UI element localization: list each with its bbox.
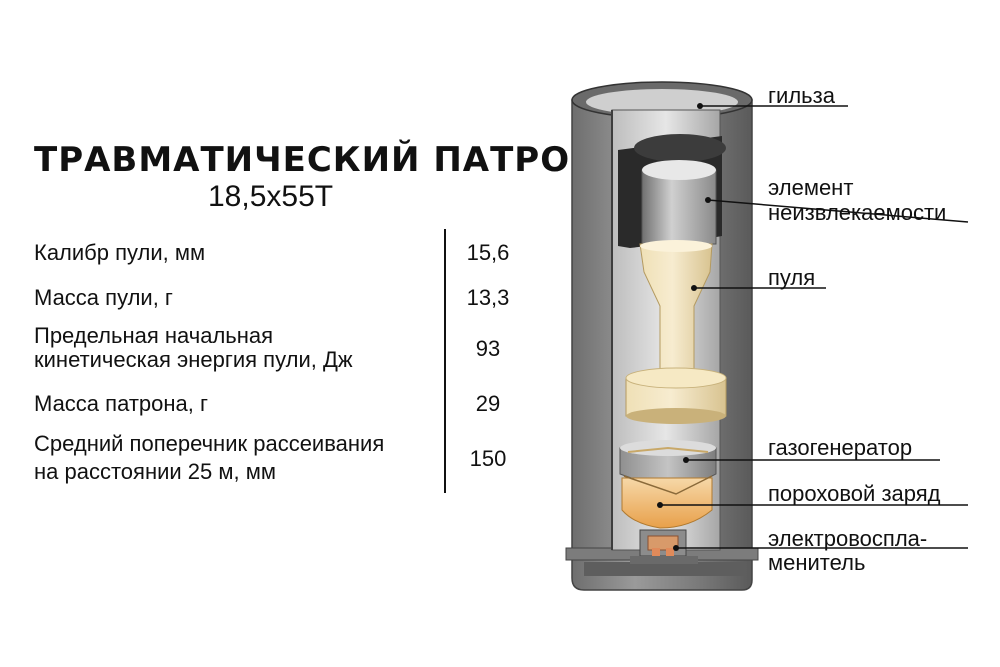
spec-label-line-2: кинетическая энергия пули, Дж — [34, 347, 353, 372]
spec-label: Масса пули, г — [34, 285, 173, 310]
label-retaining-element-line-1: элемент — [768, 175, 854, 200]
diagram-title: ТРАВМАТИЧЕСКИЙ ПАТРОН — [34, 140, 600, 180]
powder-charge — [621, 475, 713, 529]
label-retaining-element-line-2: неизвлекаемости — [768, 200, 947, 225]
spec-row-kinetic-energy: Предельная начальная кинетическая энерги… — [34, 323, 524, 375]
label-bullet: пуля — [768, 265, 816, 290]
spec-value: 93 — [475, 336, 501, 361]
spec-value: 29 — [475, 391, 501, 416]
spec-value: 13,3 — [466, 285, 510, 310]
table-divider-line — [444, 229, 446, 493]
label-igniter-line-2: менитель — [768, 550, 866, 575]
retaining-element — [618, 134, 726, 248]
spec-label-line-1: Предельная начальная — [34, 323, 274, 348]
electric-igniter — [630, 529, 698, 564]
label-case: гильза — [768, 83, 835, 108]
label-igniter-line-1: электровоспла- — [768, 526, 928, 551]
spec-label: Масса патрона, г — [34, 391, 209, 416]
spec-value: 15,6 — [466, 240, 510, 265]
label-powder-charge: пороховой заряд — [768, 481, 941, 506]
spec-row-dispersion: Средний поперечник рассеивания на рассто… — [34, 431, 524, 487]
rubber-bullet — [625, 240, 727, 424]
spec-label: Калибр пули, мм — [34, 240, 206, 265]
label-gas-generator: газогенератор — [768, 435, 913, 460]
spec-label-line-2: на расстоянии 25 м, мм — [34, 459, 276, 484]
callout-dots — [657, 103, 711, 551]
spec-value: 150 — [469, 446, 507, 471]
callout-leaders — [660, 105, 969, 549]
spec-label-line-1: Средний поперечник рассеивания — [34, 431, 385, 456]
cartridge-designation: 18,5х55Т — [208, 180, 334, 213]
